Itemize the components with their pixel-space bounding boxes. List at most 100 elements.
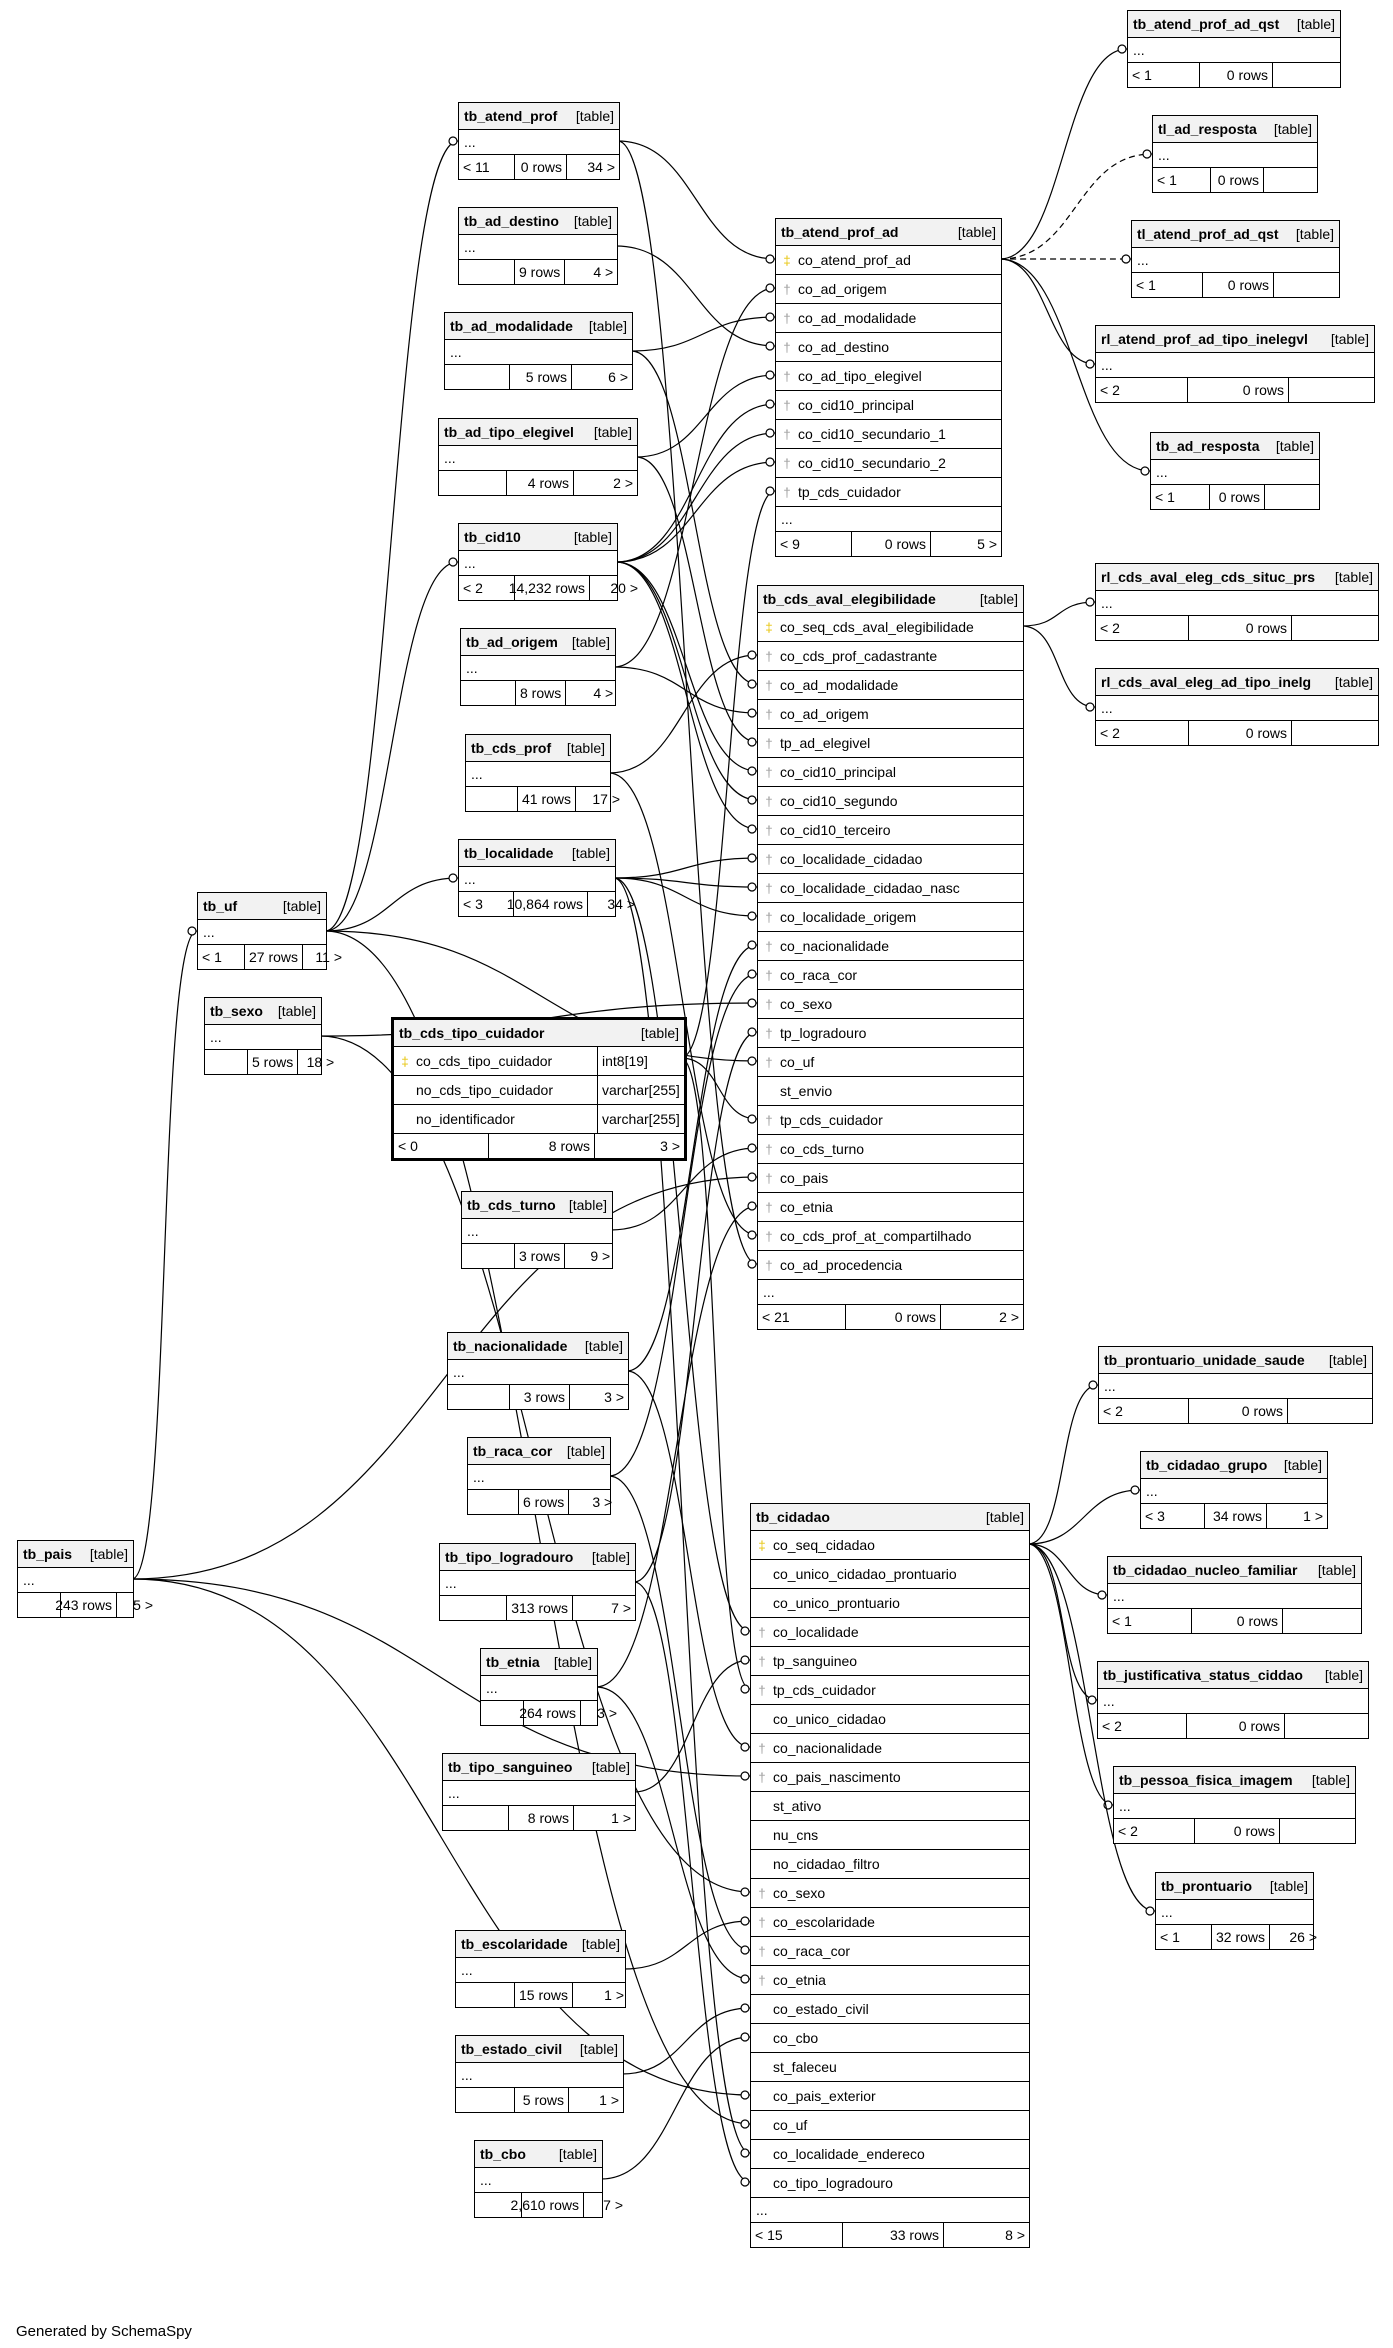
children-count[interactable]: < 2: [1099, 1399, 1189, 1423]
row-count[interactable]: 0 rows: [1188, 378, 1289, 402]
table-name[interactable]: tb_cidadao: [756, 1509, 830, 1525]
column-row-co-localidade-cidadao-nasc[interactable]: †co_localidade_cidadao_nasc: [758, 874, 1023, 903]
column-row-co-estado-civil[interactable]: †co_estado_civil: [751, 1995, 1029, 2024]
children-count[interactable]: [461, 681, 516, 705]
table-name[interactable]: tb_uf: [203, 898, 238, 914]
more-columns-ellipsis[interactable]: ...: [1132, 248, 1339, 273]
more-columns-ellipsis[interactable]: ...: [439, 446, 637, 471]
more-columns-ellipsis[interactable]: ...: [1153, 143, 1317, 168]
table-header[interactable]: tb_nacionalidade[table]: [448, 1333, 628, 1360]
more-columns-ellipsis[interactable]: ...: [1141, 1479, 1327, 1504]
parents-count[interactable]: 3 >: [597, 1705, 617, 1721]
table-name[interactable]: tb_ad_modalidade: [450, 318, 573, 334]
table-header[interactable]: tb_sexo[table]: [205, 998, 321, 1025]
more-columns-ellipsis[interactable]: ...: [1108, 1584, 1361, 1609]
table-name[interactable]: tb_ad_origem: [466, 634, 558, 650]
table-name[interactable]: tb_ad_resposta: [1156, 438, 1260, 454]
table-name[interactable]: rl_cds_aval_eleg_cds_situc_prs: [1101, 569, 1316, 585]
column-row-tp-ad-elegivel[interactable]: †tp_ad_elegivel: [758, 729, 1023, 758]
children-count[interactable]: < 21: [758, 1305, 846, 1329]
column-row-co-cid10-terceiro[interactable]: †co_cid10_terceiro: [758, 816, 1023, 845]
table-name[interactable]: tb_justificativa_status_ciddao: [1103, 1667, 1303, 1683]
table-header[interactable]: tb_estado_civil[table]: [456, 2036, 623, 2063]
table-name[interactable]: tb_ad_destino: [464, 213, 559, 229]
parents-count[interactable]: 18 >: [306, 1054, 335, 1070]
table-name[interactable]: tb_prontuario: [1161, 1878, 1252, 1894]
table-header[interactable]: rl_cds_aval_eleg_ad_tipo_inelg[table]: [1096, 669, 1378, 696]
column-row-co-etnia[interactable]: †co_etnia: [751, 1966, 1029, 1995]
more-columns-ellipsis[interactable]: ...: [1099, 1374, 1372, 1399]
parents-count[interactable]: [1292, 616, 1378, 640]
more-columns-ellipsis[interactable]: ...: [440, 1571, 635, 1596]
row-count[interactable]: 0 rows: [1203, 273, 1274, 297]
table-name[interactable]: tb_tipo_logradouro: [445, 1549, 574, 1565]
table-tb-prontuario-unidade-saude[interactable]: tb_prontuario_unidade_saude[table]...< 2…: [1098, 1346, 1373, 1424]
children-count[interactable]: < 2: [1096, 721, 1189, 745]
table-header[interactable]: tb_ad_origem[table]: [461, 629, 615, 656]
children-count[interactable]: < 1: [1153, 168, 1211, 192]
parents-count[interactable]: [1280, 1819, 1355, 1843]
column-row-tp-cds-cuidador[interactable]: †tp_cds_cuidador: [751, 1676, 1029, 1705]
children-count[interactable]: < 9: [776, 532, 852, 556]
row-count[interactable]: 10,864 rows: [507, 892, 588, 916]
table-name[interactable]: tb_pessoa_fisica_imagem: [1119, 1772, 1293, 1788]
row-count[interactable]: 4 rows: [507, 471, 574, 495]
column-row-co-sexo[interactable]: †co_sexo: [758, 990, 1023, 1019]
parents-count[interactable]: 34 >: [607, 896, 635, 912]
table-tb-atend-prof-ad[interactable]: tb_atend_prof_ad[table]‡co_atend_prof_ad…: [775, 218, 1002, 557]
column-row-co-sexo[interactable]: †co_sexo: [751, 1879, 1029, 1908]
row-count[interactable]: 0 rows: [846, 1305, 941, 1329]
children-count[interactable]: [448, 1385, 510, 1409]
more-columns-ellipsis[interactable]: ...: [468, 1465, 610, 1490]
table-name[interactable]: tb_cidadao_nucleo_familiar: [1113, 1562, 1298, 1578]
parents-count[interactable]: [1274, 273, 1339, 297]
table-header[interactable]: tb_cid10[table]: [459, 524, 617, 551]
table-header[interactable]: tl_ad_resposta[table]: [1153, 116, 1317, 143]
column-row-co-cid10-segundo[interactable]: †co_cid10_segundo: [758, 787, 1023, 816]
more-columns-ellipsis[interactable]: ...: [459, 235, 617, 260]
row-count[interactable]: 41 rows: [518, 787, 577, 811]
table-header[interactable]: tb_atend_prof_ad[table]: [776, 219, 1001, 246]
column-row-co-localidade-origem[interactable]: †co_localidade_origem: [758, 903, 1023, 932]
column-row-co-uf[interactable]: †co_uf: [758, 1048, 1023, 1077]
table-tb-cidadao[interactable]: tb_cidadao[table]‡co_seq_cidadao†co_unic…: [750, 1503, 1030, 2248]
row-count[interactable]: 5 rows: [515, 2088, 569, 2112]
table-name[interactable]: tb_localidade: [464, 845, 554, 861]
column-row-co-seq-cidadao[interactable]: ‡co_seq_cidadao: [751, 1531, 1029, 1560]
row-count[interactable]: 27 rows: [245, 945, 304, 969]
more-columns-ellipsis[interactable]: ...: [456, 2063, 623, 2088]
column-row-co-cid10-secundario-1[interactable]: †co_cid10_secundario_1: [776, 420, 1001, 449]
more-columns-ellipsis[interactable]: ...: [776, 507, 1001, 532]
column-row-co-ad-origem[interactable]: †co_ad_origem: [776, 275, 1001, 304]
column-row-co-localidade-endereco[interactable]: †co_localidade_endereco: [751, 2140, 1029, 2169]
row-count[interactable]: 5 rows: [510, 365, 572, 389]
table-name[interactable]: tb_sexo: [210, 1003, 263, 1019]
column-row-co-escolaridade[interactable]: †co_escolaridade: [751, 1908, 1029, 1937]
parents-count[interactable]: 2 >: [999, 1309, 1019, 1325]
children-count[interactable]: [18, 1593, 61, 1617]
children-count[interactable]: < 1: [1151, 485, 1210, 509]
table-name[interactable]: tb_atend_prof_ad_qst: [1133, 16, 1280, 32]
row-count[interactable]: 0 rows: [1187, 1714, 1285, 1738]
table-header[interactable]: tb_prontuario[table]: [1156, 1873, 1313, 1900]
parents-count[interactable]: 5 >: [977, 536, 997, 552]
table-tb-cds-aval-elegibilidade[interactable]: tb_cds_aval_elegibilidade[table]‡co_seq_…: [757, 585, 1024, 1330]
children-count[interactable]: [459, 260, 515, 284]
table-rl-cds-aval-eleg-ad-tipo-inelg[interactable]: rl_cds_aval_eleg_ad_tipo_inelg[table]...…: [1095, 668, 1379, 746]
column-row-co-pais-exterior[interactable]: †co_pais_exterior: [751, 2082, 1029, 2111]
more-columns-ellipsis[interactable]: ...: [1096, 591, 1378, 616]
more-columns-ellipsis[interactable]: ...: [198, 920, 326, 945]
children-count[interactable]: [205, 1050, 248, 1074]
